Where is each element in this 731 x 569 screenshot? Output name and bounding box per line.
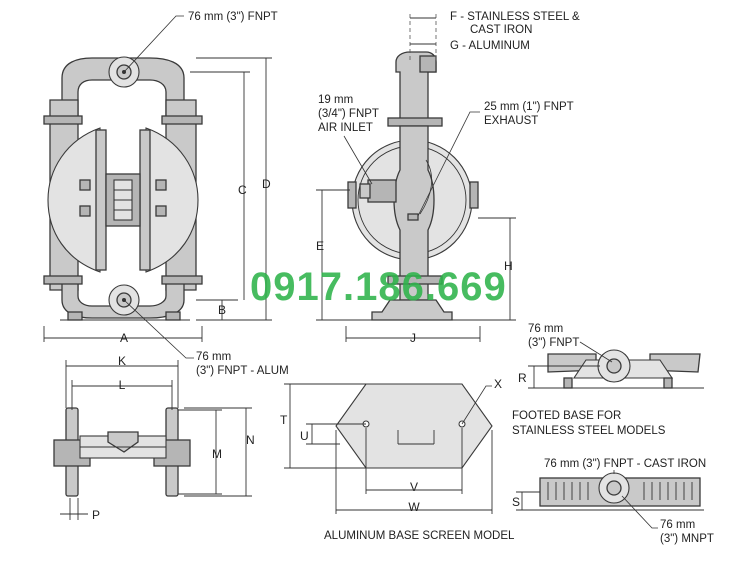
clamp-band [161,115,203,125]
clamp-band [161,275,203,285]
dim-H: H [504,259,513,273]
ci-port-label: 76 mm (3") FNPT - CAST IRON [544,458,706,470]
cast-iron-base-view [536,472,704,511]
dim-N: N [246,433,255,447]
top-dimensions: K L M N P [60,354,255,522]
screen-dimensions: X T U V W ALUMINUM BASE SCREEN MODEL [280,377,515,542]
screen-base-view [335,383,493,469]
dim-S: S [512,495,520,509]
footed-base-view [540,349,704,389]
footed-dimensions: 76 mm (3") FNPT R FOOTED BASE FOR STAINL… [512,323,666,437]
phone-watermark: 0917.186.669 [250,265,507,309]
f-label-2: CAST IRON [470,24,532,36]
air-inlet-label-2: (3/4") FNPT [318,108,379,120]
dim-K: K [118,354,126,368]
side-clamp-top [387,117,443,127]
right-chamber [145,127,199,273]
g-label: G - ALUMINUM [450,40,530,52]
dim-P: P [92,508,100,522]
dim-U: U [300,429,309,443]
cast-iron-dimensions: 76 mm (3") FNPT - CAST IRON S 76 mm (3")… [512,458,714,545]
dim-W: W [408,500,420,514]
dim-R: R [518,371,527,385]
dim-A: A [120,331,128,345]
dim-V: V [410,480,418,494]
exhaust-label-1: 25 mm (1") FNPT [484,101,574,113]
screen-plate [335,383,493,469]
clamp-band [43,115,83,125]
air-inlet-block [367,179,397,203]
top-view [53,407,191,497]
clamp-band [43,275,83,285]
top-port-label: 76 mm (3") FNPT [188,11,278,23]
front-dimensions: A B C D 76 mm (3") FNPT 76 mm (3") FNPT … [43,11,289,377]
footed-port-label-1: 76 mm [528,323,563,335]
dim-B: B [218,303,226,317]
f-label-1: F - STAINLESS STEEL & [450,11,580,23]
bottom-port-label-2: (3") FNPT - ALUM [196,365,289,377]
mnpt-label-2: (3") MNPT [660,533,714,545]
dim-J: J [410,331,416,345]
side-dimensions: F - STAINLESS STEEL & CAST IRON G - ALUM… [316,11,580,345]
air-inlet-label-1: 19 mm [318,94,353,106]
bottom-port-label-1: 76 mm [196,351,231,363]
exhaust-label-2: EXHAUST [484,115,538,127]
footed-caption-2: STAINLESS STEEL MODELS [512,425,666,437]
dim-X: X [494,377,502,391]
front-manifold [61,57,185,119]
air-inlet-label-3: AIR INLET [318,122,373,134]
footed-port-label-2: (3") FNPT [528,337,579,349]
left-chamber [47,127,101,273]
dim-E: E [316,239,324,253]
dim-D: D [262,177,271,191]
mnpt-label-1: 76 mm [660,519,695,531]
dim-M: M [212,447,222,461]
front-view [43,56,203,321]
side-clamp-bottom [387,275,443,285]
dim-L: L [119,378,126,392]
footed-caption-1: FOOTED BASE FOR [512,410,621,422]
dim-C: C [238,183,247,197]
dim-T: T [280,413,288,427]
screen-caption: ALUMINUM BASE SCREEN MODEL [324,530,515,542]
side-view [347,14,479,321]
